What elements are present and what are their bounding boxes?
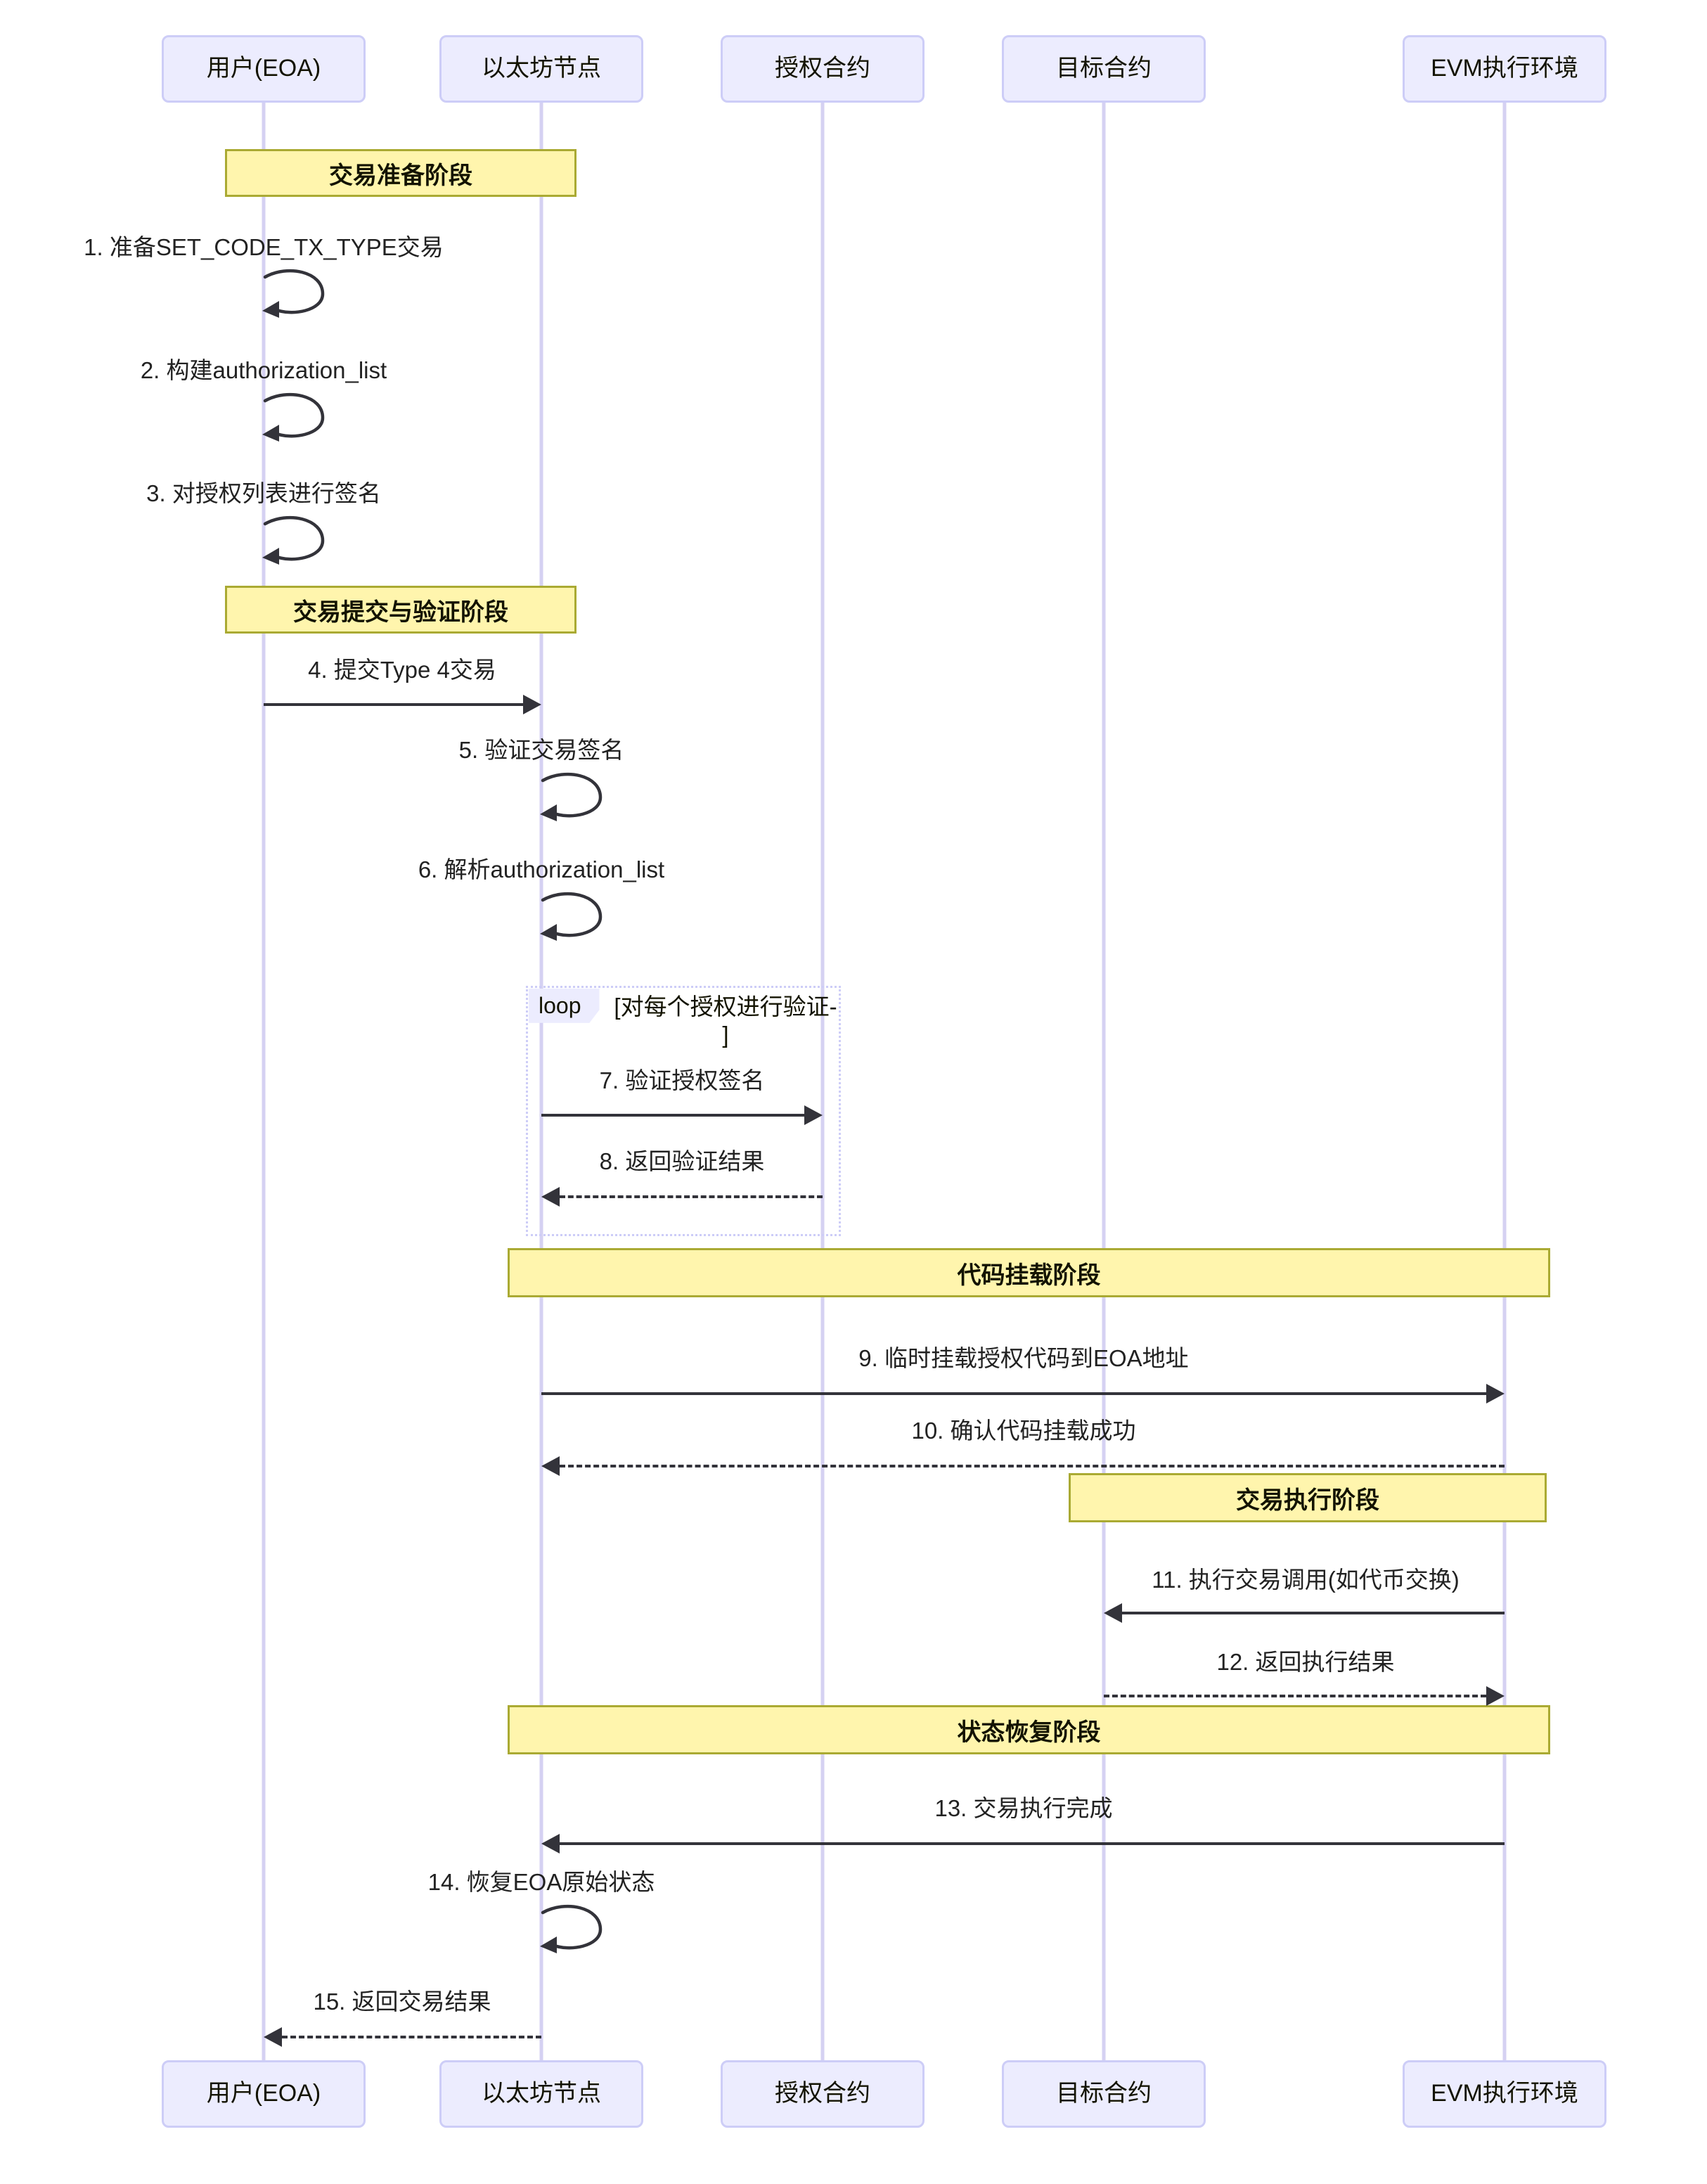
- self-message-loop-2: [262, 391, 325, 446]
- participant-target-footer[interactable]: 目标合约: [1002, 2060, 1206, 2128]
- phase-note-label: 状态恢复阶段: [957, 1719, 1101, 1746]
- message-arrowhead-7: [804, 1105, 823, 1125]
- message-line-7: [541, 1114, 804, 1117]
- loop-fragment-tag: loop: [529, 989, 600, 1023]
- participant-authctr-footer[interactable]: 授权合约: [721, 2060, 925, 2128]
- message-label-12: 12. 返回执行结果: [1216, 1649, 1395, 1675]
- message-label-13: 13. 交易执行完成: [934, 1795, 1113, 1821]
- self-message-loop-14: [540, 1903, 603, 1958]
- self-message-loop-1: [262, 267, 325, 322]
- message-arrowhead-9: [1486, 1384, 1505, 1403]
- message-line-10: [560, 1465, 1505, 1467]
- lifeline-node: [539, 103, 543, 2060]
- lifeline-authctr: [820, 103, 825, 2060]
- message-arrowhead-15: [264, 2027, 282, 2047]
- loop-fragment-condition: [对每个授权进行验证-]: [614, 993, 837, 1048]
- message-line-12: [1104, 1695, 1486, 1697]
- message-arrowhead-4: [523, 695, 541, 714]
- participant-label: 目标合约: [1056, 55, 1152, 82]
- participant-label: 授权合约: [775, 2080, 870, 2107]
- phase-note-label: 交易提交与验证阶段: [293, 598, 508, 626]
- participant-label: 授权合约: [775, 55, 870, 82]
- participant-node-header[interactable]: 以太坊节点: [439, 35, 643, 103]
- message-label-11: 11. 执行交易调用(如代币交换): [1152, 1567, 1460, 1593]
- participant-label: 用户(EOA): [206, 2080, 321, 2107]
- message-line-15: [282, 2036, 541, 2038]
- phase-note-label: 代码挂载阶段: [957, 1261, 1101, 1289]
- message-arrowhead-13: [541, 1834, 560, 1854]
- lifeline-target: [1102, 103, 1106, 2060]
- phase-note-note5: 状态恢复阶段: [508, 1705, 1550, 1754]
- message-line-9: [541, 1392, 1486, 1395]
- phase-note-note2: 交易提交与验证阶段: [225, 586, 576, 634]
- phase-note-note4: 交易执行阶段: [1069, 1473, 1547, 1522]
- participant-target-header[interactable]: 目标合约: [1002, 35, 1206, 103]
- message-arrowhead-11: [1104, 1603, 1122, 1623]
- message-line-8: [560, 1195, 823, 1198]
- message-line-4: [264, 703, 523, 706]
- loop-condition-line-1: [对每个授权进行验证-: [614, 994, 837, 1020]
- lifeline-evm: [1502, 103, 1507, 2060]
- participant-user-header[interactable]: 用户(EOA): [162, 35, 366, 103]
- participant-label: EVM执行环境: [1431, 55, 1578, 82]
- message-label-1: 1. 准备SET_CODE_TX_TYPE交易: [84, 234, 444, 260]
- message-line-11: [1122, 1612, 1505, 1614]
- loop-condition-line-2: ]: [722, 1021, 729, 1048]
- message-label-9: 9. 临时挂载授权代码到EOA地址: [858, 1345, 1189, 1371]
- participant-authctr-header[interactable]: 授权合约: [721, 35, 925, 103]
- loop-fragment-box: [526, 986, 841, 1236]
- message-label-8: 8. 返回验证结果: [599, 1148, 765, 1174]
- message-label-4: 4. 提交Type 4交易: [308, 657, 496, 683]
- self-message-loop-6: [540, 890, 603, 945]
- message-arrowhead-12: [1486, 1686, 1505, 1706]
- participant-label: EVM执行环境: [1431, 2080, 1578, 2107]
- phase-note-label: 交易执行阶段: [1236, 1486, 1379, 1514]
- phase-note-note3: 代码挂载阶段: [508, 1248, 1550, 1297]
- message-label-10: 10. 确认代码挂载成功: [911, 1418, 1136, 1444]
- participant-label: 以太坊节点: [482, 2080, 601, 2107]
- message-label-3: 3. 对授权列表进行签名: [146, 480, 381, 506]
- participant-label: 以太坊节点: [482, 55, 601, 82]
- message-label-2: 2. 构建authorization_list: [140, 357, 387, 383]
- participant-node-footer[interactable]: 以太坊节点: [439, 2060, 643, 2128]
- self-message-loop-5: [540, 771, 603, 826]
- participant-evm-footer[interactable]: EVM执行环境: [1403, 2060, 1606, 2128]
- message-label-14: 14. 恢复EOA原始状态: [427, 1869, 655, 1895]
- message-arrowhead-8: [541, 1187, 560, 1207]
- phase-note-note1: 交易准备阶段: [225, 149, 576, 197]
- message-label-15: 15. 返回交易结果: [313, 1989, 491, 2015]
- message-label-5: 5. 验证交易签名: [458, 737, 624, 763]
- self-message-loop-3: [262, 514, 325, 569]
- message-arrowhead-10: [541, 1456, 560, 1476]
- participant-evm-header[interactable]: EVM执行环境: [1403, 35, 1606, 103]
- message-label-7: 7. 验证授权签名: [599, 1067, 765, 1093]
- participant-user-footer[interactable]: 用户(EOA): [162, 2060, 366, 2128]
- message-label-6: 6. 解析authorization_list: [418, 856, 665, 882]
- message-line-13: [560, 1842, 1505, 1845]
- participant-label: 用户(EOA): [206, 55, 321, 82]
- phase-note-label: 交易准备阶段: [329, 162, 472, 189]
- participant-label: 目标合约: [1056, 2080, 1152, 2107]
- lifeline-user: [262, 103, 266, 2060]
